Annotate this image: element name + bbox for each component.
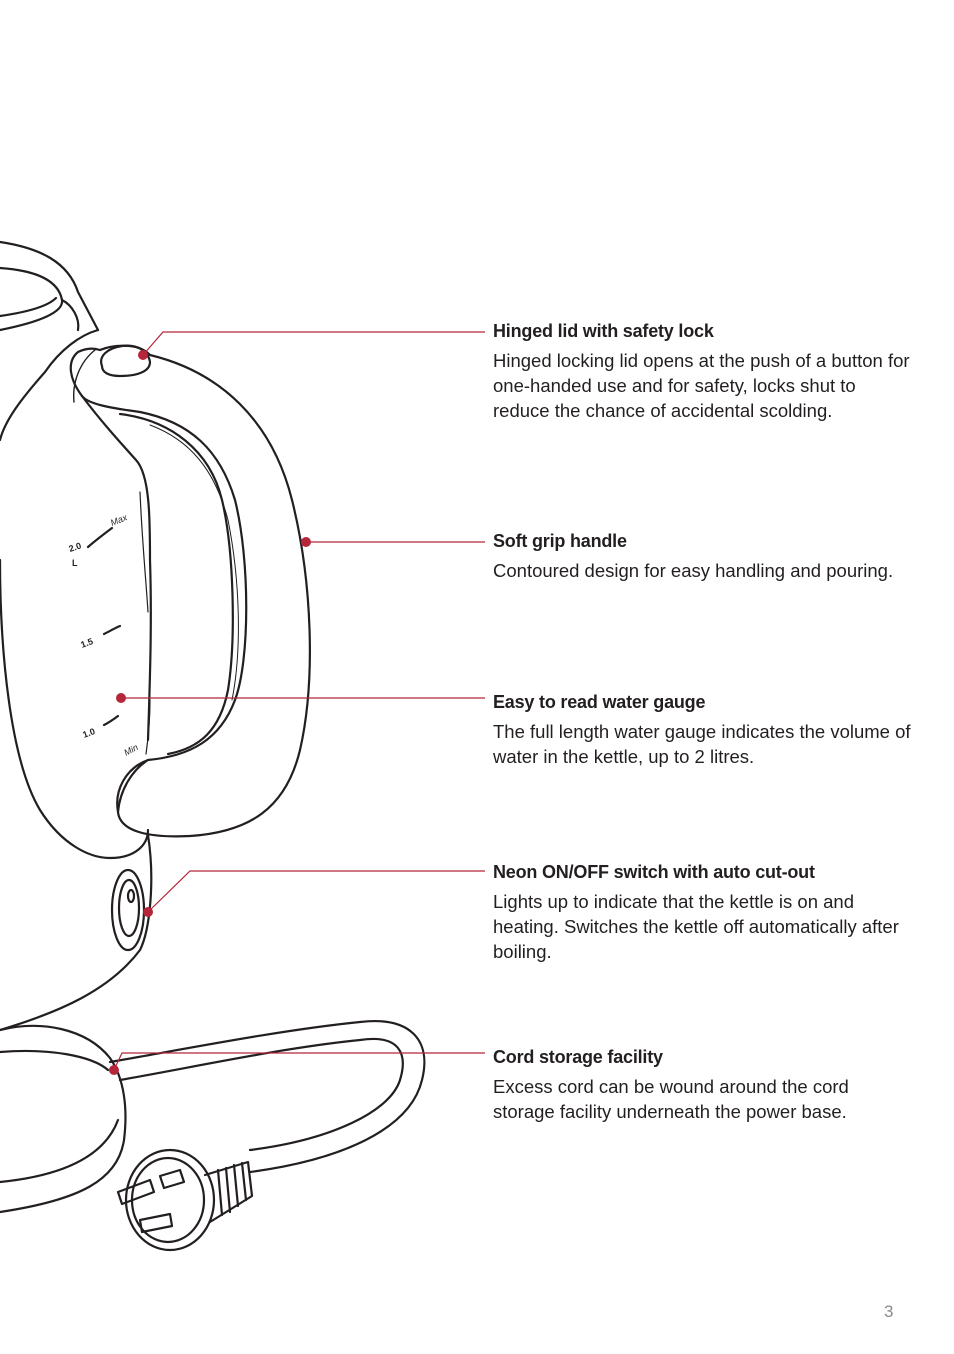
page-number: 3: [884, 1302, 894, 1321]
callout-line-lid: [142, 331, 485, 356]
callout-dot-lid: [138, 350, 148, 360]
feature-cord-storage: Cord storage facility Excess cord can be…: [493, 1046, 913, 1124]
power-cord: [108, 1020, 426, 1174]
gauge-label-1-0: 1.0: [81, 726, 96, 740]
callout-dot-gauge: [116, 693, 126, 703]
callout-line-switch: [147, 870, 485, 913]
water-gauge: [86, 491, 151, 755]
power-base: [0, 1024, 127, 1214]
feature-title: Neon ON/OFF switch with auto cut-out: [493, 862, 815, 882]
feature-description: Lights up to indicate that the kettle is…: [493, 891, 899, 962]
callout-dot-cord: [109, 1065, 119, 1075]
gauge-label-max: Max: [109, 512, 129, 528]
feature-water-gauge: Easy to read water gauge The full length…: [493, 691, 913, 769]
gauge-label-litre: L: [72, 558, 78, 568]
feature-title: Easy to read water gauge: [493, 692, 706, 712]
feature-description: Hinged locking lid opens at the push of …: [493, 350, 910, 421]
callout-dot-handle: [301, 537, 311, 547]
kettle-body: [0, 328, 153, 1032]
neon-switch: [110, 868, 146, 952]
kettle-lid: [0, 240, 100, 332]
callout-line-cord: [113, 1052, 485, 1071]
feature-title: Cord storage facility: [493, 1047, 663, 1067]
power-plug: [116, 1148, 254, 1252]
feature-neon-switch: Neon ON/OFF switch with auto cut-out Lig…: [493, 861, 913, 964]
feature-title: Soft grip handle: [493, 531, 627, 551]
soft-grip-handle: [69, 344, 311, 838]
feature-soft-grip-handle: Soft grip handle Contoured design for ea…: [493, 530, 913, 583]
feature-hinged-lid: Hinged lid with safety lock Hinged locki…: [493, 320, 913, 423]
gauge-label-2-0: 2.0: [68, 541, 83, 554]
gauge-label-min: Min: [122, 742, 140, 758]
callout-dot-switch: [143, 907, 153, 917]
gauge-label-1-5: 1.5: [79, 636, 94, 650]
feature-description: Contoured design for easy handling and p…: [493, 560, 894, 581]
feature-description: The full length water gauge indicates th…: [493, 721, 911, 767]
feature-title: Hinged lid with safety lock: [493, 321, 714, 341]
feature-description: Excess cord can be wound around the cord…: [493, 1076, 849, 1122]
